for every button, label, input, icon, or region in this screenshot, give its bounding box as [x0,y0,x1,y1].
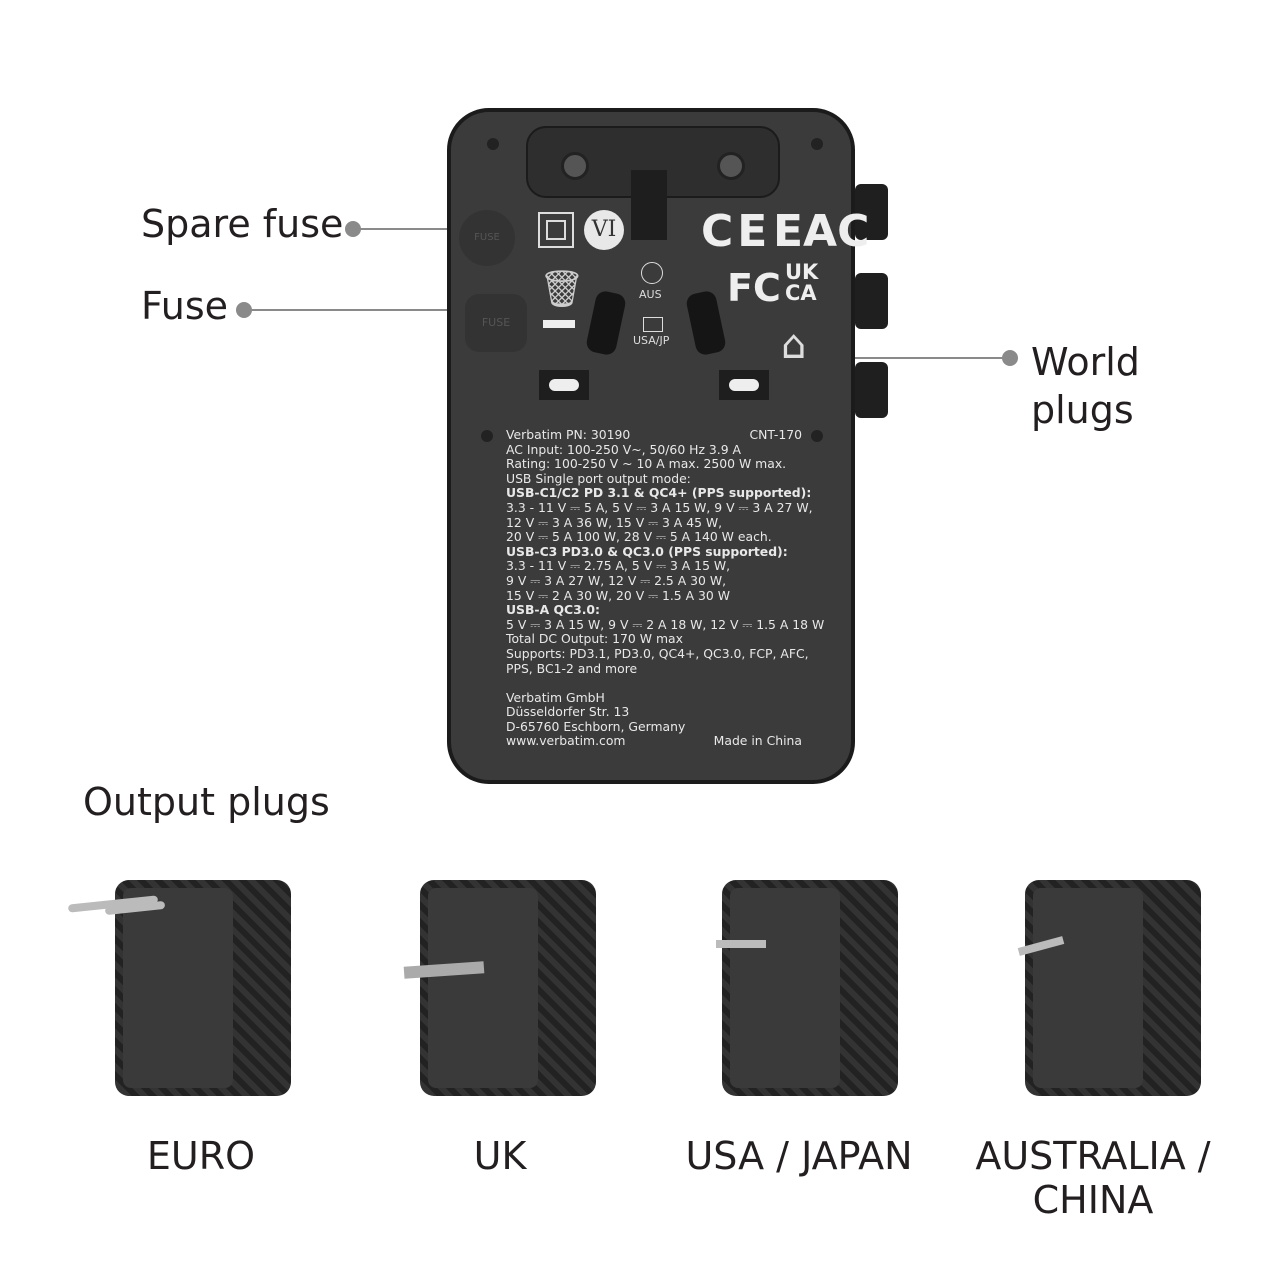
label-line: 20 V ⎓ 5 A 100 W, 28 V ⎓ 5 A 140 W each. [506,529,772,545]
australia-china-plug-thumbnail [1025,880,1201,1096]
rating-label: Verbatim PN: 30190 CNT-170 AC Input: 100-… [506,427,825,749]
spare-fuse-cover[interactable]: FUSE [459,210,515,266]
euro-pin-left [561,152,589,180]
fuse-cover[interactable]: FUSE [465,294,527,352]
world-plugs-pointer-line [780,357,1004,359]
spare-fuse-pointer-line [360,228,500,230]
spare-fuse-pointer-dot [345,221,361,237]
fuse-callout: Fuse [141,284,229,328]
spare-fuse-callout: Spare fuse [141,202,344,246]
label-line: 5 V ⎓ 3 A 15 W, 9 V ⎓ 2 A 18 W, 12 V ⎓ 1… [506,616,825,632]
label-line: PPS, BC1-2 and more [506,660,638,676]
aus-socket-icon [641,262,663,284]
screw-icon [481,430,493,442]
label-heading: USB-C1/C2 PD 3.1 & QC4+ (PPS supported): [506,485,812,501]
label-line: USB Single port output mode: [506,470,691,486]
release-button-left[interactable] [539,370,589,400]
label-line: 3.3 - 11 V ⎓ 2.75 A, 5 V ⎓ 3 A 15 W, [506,558,731,574]
world-plugs-callout: World plugs [1031,338,1140,434]
address-line: Düsseldorfer Str. 13 [506,704,630,720]
label-line: 15 V ⎓ 2 A 30 W, 20 V ⎓ 1.5 A 30 W [506,587,730,603]
screw-icon [811,138,823,150]
class-ii-icon [538,212,574,248]
euro-pin-right [717,152,745,180]
output-plugs-heading: Output plugs [83,780,330,824]
label-line: 12 V ⎓ 3 A 36 W, 15 V ⎓ 3 A 45 W, [506,514,723,530]
screw-icon [487,138,499,150]
label-line: Supports: PD3.1, PD3.0, QC4+, QC3.0, FCP… [506,645,809,661]
world-plugs-pointer-dot [1002,350,1018,366]
made-in: Made in China [713,733,802,749]
euro-plug-thumbnail [115,880,291,1096]
label-line: AC Input: 100-250 V~, 50/60 Hz 3.9 A [506,441,742,457]
caption-uk: UK [473,1134,527,1178]
caption-australia-china: AUSTRALIA / CHINA [975,1134,1211,1222]
side-plug-slider-3 [855,362,888,418]
home-icon: ⌂ [781,322,807,368]
weee-bin-icon: 🗑 [539,269,585,310]
model-number: CNT-170 [749,427,802,442]
fcc-mark: FC [727,266,781,310]
label-line: Total DC Output: 170 W max [506,631,683,647]
world-plugs-line2: plugs [1031,388,1134,432]
usa-jp-label: USA/JP [633,334,670,347]
label-heading: USB-C3 PD3.0 & QC3.0 (PPS supported): [506,543,788,559]
label-heading: USB-A QC3.0: [506,602,601,618]
usa-japan-plug-thumbnail [722,880,898,1096]
flat-pin-right[interactable] [684,289,728,357]
address-line: Verbatim GmbH [506,689,605,705]
fuse-pointer-line [250,309,500,311]
ground-slot [631,170,667,240]
caption-usa-japan: USA / JAPAN [685,1134,913,1178]
label-line: 9 V ⎓ 3 A 27 W, 12 V ⎓ 2.5 A 30 W, [506,572,727,588]
uk-plug-thumbnail [420,880,596,1096]
caption-euro: EURO [146,1134,256,1178]
vi-efficiency-mark: VI [584,210,624,250]
release-button-right[interactable] [719,370,769,400]
eac-mark: EAC [773,206,870,257]
usa-jp-socket-icon [643,317,663,332]
flat-pin-left[interactable] [584,289,628,357]
address-line: D-65760 Eschborn, Germany [506,718,686,734]
ce-mark: CE [701,206,772,257]
weee-bar [543,320,575,328]
website: www.verbatim.com [506,733,626,749]
label-line: 3.3 - 11 V ⎓ 5 A, 5 V ⎓ 3 A 15 W, 9 V ⎓ … [506,499,813,515]
world-plugs-line1: World [1031,340,1140,384]
side-plug-slider-1 [855,184,888,240]
side-plug-slider-2 [855,273,888,329]
part-number: Verbatim PN: 30190 [506,427,631,442]
screw-icon [811,430,823,442]
usa-pin [716,940,766,948]
aus-label: AUS [639,288,662,301]
label-line: Rating: 100-250 V ~ 10 A max. 2500 W max… [506,456,787,472]
fuse-pointer-dot [236,302,252,318]
